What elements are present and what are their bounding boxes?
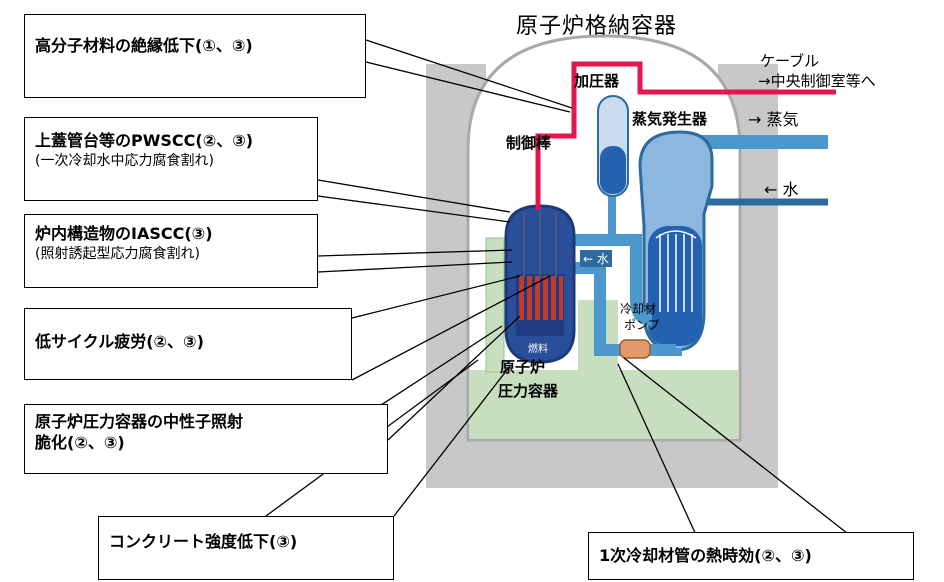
coolant-pump-label-2: ポンプ (624, 318, 660, 332)
rpv-label-2: 圧力容器 (498, 382, 559, 400)
callout-pwscc: 上蓋管台等のPWSCC(②、③) (一次冷却水中応力腐食割れ) (24, 117, 318, 201)
callout-polymer-insulation: 高分子材料の絶縁低下(①、③) (24, 14, 366, 98)
fuel-label: 燃料 (528, 344, 548, 355)
steam-label: → 蒸気 (748, 110, 799, 129)
diagram-title: 原子炉格納容器 (516, 14, 678, 39)
hot-leg-pipe (568, 234, 653, 326)
pressurizer-label: 加圧器 (574, 72, 620, 90)
steam-generator-lower (648, 226, 702, 346)
callout-low-cycle-fatigue: 低サイクル疲労(②、③) (24, 308, 352, 380)
internal-structure (470, 370, 738, 438)
callout-text: 高分子材料の絶縁低下(①、③) (35, 36, 253, 55)
leader-lines (265, 39, 867, 549)
cable-label: ケーブル (760, 52, 820, 70)
callout-neutron-embrittlement: 原子炉圧力容器の中性子照射 脆化(②、③) (24, 404, 388, 474)
callout-text: 1次冷却材管の熱時効(②、③) (599, 546, 812, 565)
water-arrow-label: ← 水 (580, 250, 612, 267)
cable-destination-label: →中央制御室等へ (758, 72, 876, 90)
cold-leg-pipe (568, 262, 682, 356)
fuel-rods (519, 276, 563, 320)
coolant-pump-label-1: 冷却材 (620, 302, 657, 316)
callout-text: 炉内構造物のIASCC(③) (35, 224, 213, 243)
callout-text: 原子炉圧力容器の中性子照射 (35, 412, 244, 431)
cable-line (535, 61, 836, 210)
control-rod-drives (523, 212, 557, 278)
rpv-label-1: 原子炉 (500, 358, 546, 376)
control-rod-label: 制御棒 (506, 134, 552, 152)
concrete-floor-slab (426, 440, 778, 488)
callout-iascc: 炉内構造物のIASCC(③) (照射誘起型応力腐食割れ) (24, 214, 318, 288)
callout-subtext: (照射誘起型応力腐食割れ) (35, 246, 200, 262)
callout-thermal-aging: 1次冷却材管の熱時効(②、③) (588, 532, 914, 580)
steam-generator-label: 蒸気発生器 (632, 110, 708, 128)
water-in-label: ← 水 (764, 180, 799, 199)
coolant-pump (619, 339, 651, 359)
callout-subtext: (一次冷却水中応力腐食割れ) (35, 153, 214, 169)
callout-concrete-strength: コンクリート強度低下(③) (98, 516, 394, 580)
callout-text: 上蓋管台等のPWSCC(②、③) (35, 131, 254, 150)
pressurizer-water (600, 146, 626, 194)
steam-generator-tubes (655, 230, 697, 312)
callout-text-2: 脆化(②、③) (35, 433, 125, 452)
callout-text: コンクリート強度低下(③) (109, 532, 298, 551)
callout-text: 低サイクル疲労(②、③) (35, 332, 204, 351)
